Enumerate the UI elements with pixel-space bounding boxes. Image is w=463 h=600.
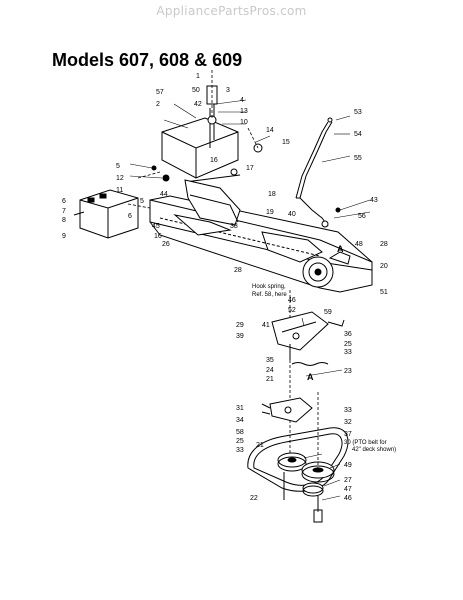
callout-label: 37 xyxy=(344,431,352,438)
callout-label: 29 xyxy=(236,322,244,329)
idler-bracket xyxy=(261,397,313,423)
callout-label: 24 xyxy=(266,367,274,374)
callout-label: 5 xyxy=(116,163,120,170)
callout-label: 46 xyxy=(344,495,352,502)
callout-label: 56 xyxy=(358,213,366,220)
callout-label: 38 xyxy=(230,223,238,230)
callout-label: 32 xyxy=(344,419,352,426)
callout-label: 10 xyxy=(240,119,248,126)
callout-label: 41 xyxy=(262,322,270,329)
callout-label: 33 xyxy=(236,447,244,454)
callout-label: 21 xyxy=(266,376,274,383)
callout-label: 48 xyxy=(355,241,363,248)
callout-label: 44 xyxy=(160,191,168,198)
callout-labels: 1 3 57 50 2 42 4 13 10 14 15 16 5 12 11 … xyxy=(62,73,388,502)
callout-label: 26 xyxy=(162,241,170,248)
callout-label: 15 xyxy=(282,139,290,146)
callout-label: 16 xyxy=(210,157,218,164)
hook-spring-note-line1: Hook spring, xyxy=(252,284,286,290)
callout-label: 33 xyxy=(344,407,352,414)
callout-label: 52 xyxy=(288,307,296,314)
callout-label: 50 xyxy=(192,87,200,94)
battery xyxy=(73,189,139,239)
callout-label: 47 xyxy=(344,486,352,493)
watermark: AppliancePartsPros.com xyxy=(156,4,307,18)
callout-label: 13 xyxy=(240,108,248,115)
clutch-plate xyxy=(271,311,345,366)
diagram-title: Models 607, 608 & 609 xyxy=(52,50,243,70)
callout-label: 45 xyxy=(152,223,160,230)
callout-label: 20 xyxy=(380,263,388,270)
callout-label: 19 xyxy=(266,209,274,216)
callout-label: 27 xyxy=(344,477,352,484)
callout-label: 17 xyxy=(246,165,254,172)
callout-label: 4 xyxy=(240,97,244,104)
pto-belt-note-line1: 30 (PTO belt for xyxy=(344,440,387,446)
pulley-upper xyxy=(277,452,307,472)
callout-label: 14 xyxy=(266,127,274,134)
callout-label: 12 xyxy=(116,175,124,182)
callout-label: 46 xyxy=(288,297,296,304)
callout-label: 49 xyxy=(344,462,352,469)
callout-label: 51 xyxy=(380,289,388,296)
bracket-assembly xyxy=(173,179,241,236)
steering-shaft xyxy=(295,117,341,228)
callout-label: 39 xyxy=(236,333,244,340)
pto-belt-note-line2: 42" deck shown) xyxy=(352,447,396,453)
pulley-small xyxy=(302,482,324,497)
marker-a-lower: A xyxy=(307,372,314,382)
callout-label: 25 xyxy=(236,438,244,445)
callout-label: 1 xyxy=(196,73,200,80)
hook-spring-note-line2: Ref. 58, here xyxy=(252,292,287,298)
callout-label: 59 xyxy=(324,309,332,316)
callout-label: 31 xyxy=(236,405,244,412)
callout-label: 6 xyxy=(128,213,132,220)
callout-label: 21 xyxy=(256,442,264,449)
callout-label: 28 xyxy=(380,241,388,248)
marker-a-upper: A xyxy=(337,244,344,254)
callout-label: 54 xyxy=(354,131,362,138)
callout-label: 36 xyxy=(344,331,352,338)
callout-label: 8 xyxy=(62,217,66,224)
callout-label: 22 xyxy=(250,495,258,502)
callout-label: 7 xyxy=(62,208,66,215)
callout-label: 58 xyxy=(236,429,244,436)
callout-label: 3 xyxy=(226,87,230,94)
callout-label: 25 xyxy=(344,341,352,348)
callout-label: 11 xyxy=(116,187,123,194)
callout-label: 33 xyxy=(344,349,352,356)
callout-label: 42 xyxy=(194,101,202,108)
callout-label: 28 xyxy=(234,267,242,274)
callout-label: 16 xyxy=(154,233,162,240)
callout-label: 6 xyxy=(62,198,66,205)
callout-label: 53 xyxy=(354,109,362,116)
callout-label: 40 xyxy=(288,211,296,218)
callout-label: 5 xyxy=(140,198,144,205)
callout-label: 23 xyxy=(344,368,352,375)
callout-label: 2 xyxy=(156,101,160,108)
callout-label: 18 xyxy=(268,191,276,198)
callout-label: 35 xyxy=(266,357,274,364)
callout-label: 34 xyxy=(236,417,244,424)
callout-label: 55 xyxy=(354,155,362,162)
callout-label: 57 xyxy=(156,89,164,96)
callout-label: 9 xyxy=(62,233,66,240)
callout-label: 43 xyxy=(370,197,378,204)
